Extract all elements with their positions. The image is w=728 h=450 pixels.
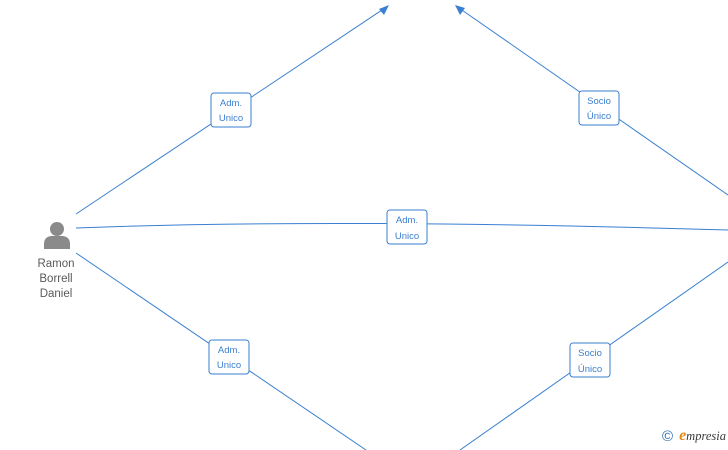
person-name-line-2: Borrell [39, 273, 73, 285]
role-label-middle-line2: Unico [395, 231, 419, 242]
person-name-line-3: Daniel [39, 288, 73, 300]
role-label-lower-left[interactable]: Adm. Unico [208, 339, 250, 375]
brand-initial: e [679, 427, 687, 444]
role-label-middle[interactable]: Adm. Unico [386, 209, 428, 245]
role-label-upper-left-line2: Unico [219, 113, 243, 124]
role-label-lower-right-line2: Único [578, 364, 602, 375]
brand-rest: mpresia [686, 429, 726, 443]
role-label-upper-right[interactable]: Socio Único [578, 90, 620, 126]
role-label-upper-right-line2: Único [587, 111, 611, 122]
person-icon[interactable] [44, 222, 70, 249]
edge-middle [75, 222, 728, 231]
role-label-lower-right[interactable]: Socio Único [569, 342, 611, 378]
role-label-upper-right-line1: Socio [587, 96, 611, 107]
person-name-line-1: Ramon [37, 258, 75, 270]
brand-logo: empresia [679, 427, 726, 445]
role-label-lower-left-line2: Unico [217, 360, 241, 371]
role-label-lower-right-line1: Socio [578, 348, 602, 359]
person-name[interactable]: Ramon Borrell Daniel [25, 257, 87, 302]
role-label-upper-left[interactable]: Adm. Unico [210, 92, 252, 128]
copyright-icon: © [662, 427, 674, 445]
arrowhead-upper-right [455, 5, 465, 15]
arrowhead-upper-left [379, 5, 389, 15]
role-label-middle-line1: Adm. [396, 215, 418, 226]
role-label-lower-left-line1: Adm. [218, 345, 240, 356]
role-label-upper-left-line1: Adm. [220, 98, 242, 109]
empresia-watermark: © empresia [662, 427, 726, 445]
